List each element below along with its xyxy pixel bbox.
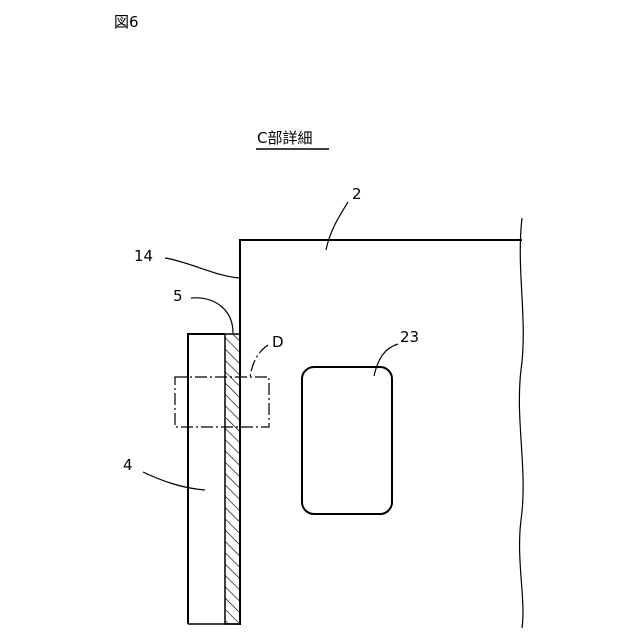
- leader-4: [143, 472, 205, 490]
- leader-d: [250, 345, 268, 378]
- break-line: [519, 218, 523, 628]
- label-14: 14: [134, 247, 153, 265]
- label-4: 4: [123, 456, 133, 474]
- leader-23: [374, 344, 398, 376]
- main-body: [240, 240, 522, 625]
- label-23: 23: [400, 328, 419, 346]
- label-d: D: [272, 333, 284, 351]
- leader-5: [191, 298, 233, 333]
- leader-2: [326, 202, 348, 250]
- dashdot-region: [175, 377, 269, 427]
- label-2: 2: [352, 185, 362, 203]
- leader-14: [165, 258, 239, 278]
- label-5: 5: [173, 287, 183, 305]
- detail-title: C部詳細: [257, 129, 312, 147]
- figure-label: 図6: [114, 13, 139, 31]
- window-opening: [302, 367, 392, 514]
